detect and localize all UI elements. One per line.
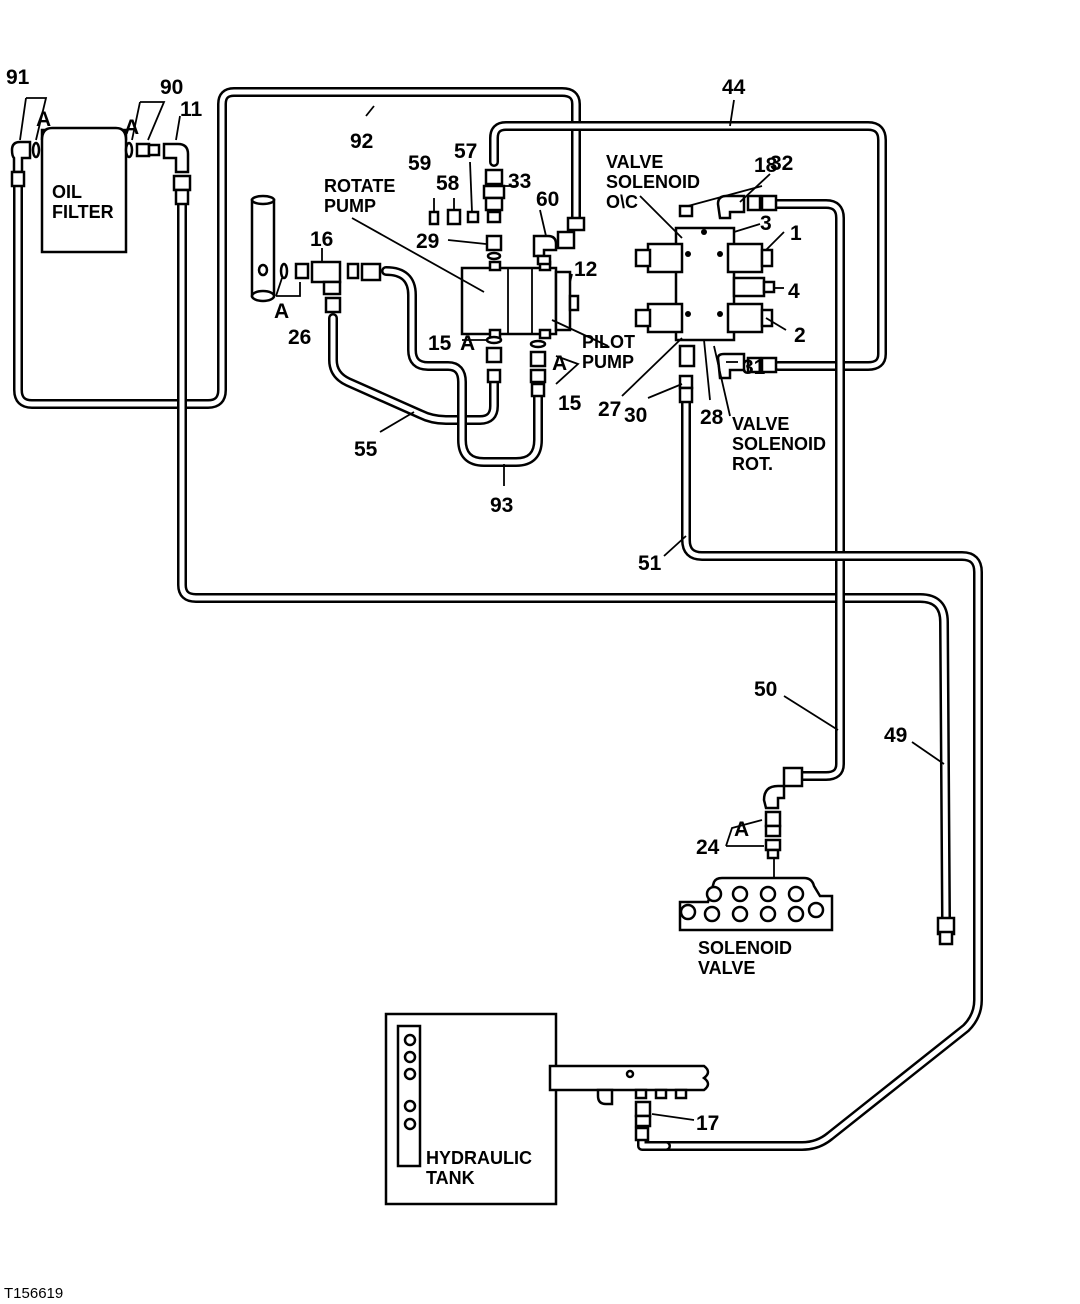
valve-solenoid-rot-label-3: ROT.: [732, 454, 773, 474]
solenoid-valve-label-1: SOLENOID: [698, 938, 792, 958]
valve-solenoid-rot-label-2: SOLENOID: [732, 434, 826, 454]
fitting-33: [482, 168, 506, 224]
solenoid-valve: [678, 858, 834, 932]
callout-30: 30: [624, 404, 647, 427]
callout-12: 12: [574, 258, 597, 281]
callout-51: 51: [638, 552, 662, 575]
fitting-31: [716, 352, 778, 380]
callout-90: 90: [160, 76, 183, 99]
callout-16: 16: [310, 228, 333, 251]
callout-2: 2: [794, 324, 806, 347]
fitting-15-right: [529, 339, 547, 398]
valve-solenoid-rot-label-1: VALVE: [732, 414, 789, 434]
callout-24: 24: [696, 836, 720, 859]
fitting-90: [124, 141, 161, 159]
pump-assembly: [460, 260, 580, 340]
callout-58: 58: [436, 172, 460, 195]
fitting-24: [762, 766, 804, 860]
hose-93: [381, 266, 543, 467]
valve-solenoid-oc-label-3: O\C: [606, 192, 638, 212]
cap-58: [446, 208, 462, 226]
fitting-11: [162, 142, 192, 206]
hydraulic-tank: [384, 1012, 710, 1206]
callout-93: 93: [490, 494, 513, 517]
detail-mark-a-26: A: [274, 300, 289, 323]
fitting-18: [678, 204, 694, 218]
callout-49: 49: [884, 724, 907, 747]
valve-block: [634, 226, 776, 342]
callout-17: 17: [696, 1112, 719, 1135]
detail-mark-a-15-right: A: [552, 352, 567, 375]
callout-15-right: 15: [558, 392, 582, 415]
rotate-pump-label-2: PUMP: [324, 196, 376, 216]
callout-18: 18: [754, 154, 778, 177]
hose-49-end: [936, 916, 956, 946]
detail-mark-a-15-left: A: [460, 332, 475, 355]
hydraulic-tank-label-2: TANK: [426, 1168, 475, 1188]
callout-91: 91: [6, 66, 30, 89]
rotate-pump-label-1: ROTATE: [324, 176, 395, 196]
hose-92-end: [566, 216, 586, 232]
callout-59: 59: [408, 152, 431, 175]
fitting-60: [532, 234, 558, 266]
callout-50: 50: [754, 678, 777, 701]
hydraulic-tank-label-1: HYDRAULIC: [426, 1148, 532, 1168]
callout-33: 33: [508, 170, 531, 193]
fitting-91: [10, 140, 41, 188]
hose-44: [489, 121, 887, 371]
callout-32-label: 32: [770, 152, 793, 175]
detail-mark-a-90: A: [124, 116, 139, 139]
oil-filter-label-1: OIL: [52, 182, 82, 202]
fitting-15-left: [485, 335, 503, 384]
valve-solenoid-oc-label-1: VALVE: [606, 152, 663, 172]
fitting-30: [678, 344, 696, 404]
leader-lines: [19, 97, 945, 1121]
callout-26: 26: [288, 326, 311, 349]
pilot-pump-label-1: PILOT: [582, 332, 635, 352]
callout-1: 1: [790, 222, 802, 245]
callout-31: 31: [742, 356, 766, 379]
valve-solenoid-oc-label-2: SOLENOID: [606, 172, 700, 192]
tee-16: [279, 260, 382, 314]
detail-mark-a-24: A: [734, 818, 749, 841]
hose-51: [659, 395, 983, 1151]
callout-29: 29: [416, 230, 439, 253]
pilot-reservoir: [250, 194, 276, 303]
callout-15-left: 15: [428, 332, 452, 355]
hose-50: [771, 199, 845, 781]
callout-92: 92: [350, 130, 373, 153]
oil-filter-label-2: FILTER: [52, 202, 114, 222]
callout-57: 57: [454, 140, 477, 163]
callout-4: 4: [788, 280, 800, 303]
plug-59: [428, 210, 440, 226]
callout-28: 28: [700, 406, 724, 429]
oil-filter: [40, 126, 128, 254]
fitting-32: [716, 194, 778, 220]
hose-55: [328, 313, 499, 425]
figure-id: T156619: [4, 1285, 63, 1302]
detail-mark-a-91: A: [36, 108, 51, 131]
callout-3: 3: [760, 212, 772, 235]
hose-92: [13, 87, 581, 409]
solenoid-valve-label-2: VALVE: [698, 958, 755, 978]
callout-55: 55: [354, 438, 378, 461]
fitting-57: [466, 210, 480, 224]
fitting-29: [485, 234, 503, 261]
fitting-17: [634, 1100, 652, 1142]
callout-11: 11: [180, 98, 203, 121]
pilot-pump-label-2: PUMP: [582, 352, 634, 372]
callout-27: 27: [598, 398, 621, 421]
callout-60: 60: [536, 188, 559, 211]
callout-44: 44: [722, 76, 746, 99]
hose-92-nut: [556, 230, 576, 250]
hose-49: [177, 195, 951, 923]
